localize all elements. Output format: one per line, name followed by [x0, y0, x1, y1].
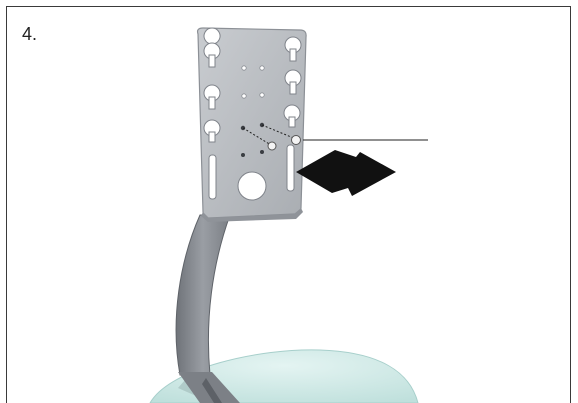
- vertical-slot-right: [287, 145, 294, 191]
- direction-arrow-icon: [296, 150, 396, 196]
- vertical-slot-left: [209, 155, 216, 199]
- mounting-plate: [198, 28, 307, 222]
- screw-left: [268, 142, 276, 150]
- large-center-hole: [238, 172, 266, 200]
- keyhole-slots-right: [284, 37, 301, 127]
- screw-right: [292, 136, 301, 145]
